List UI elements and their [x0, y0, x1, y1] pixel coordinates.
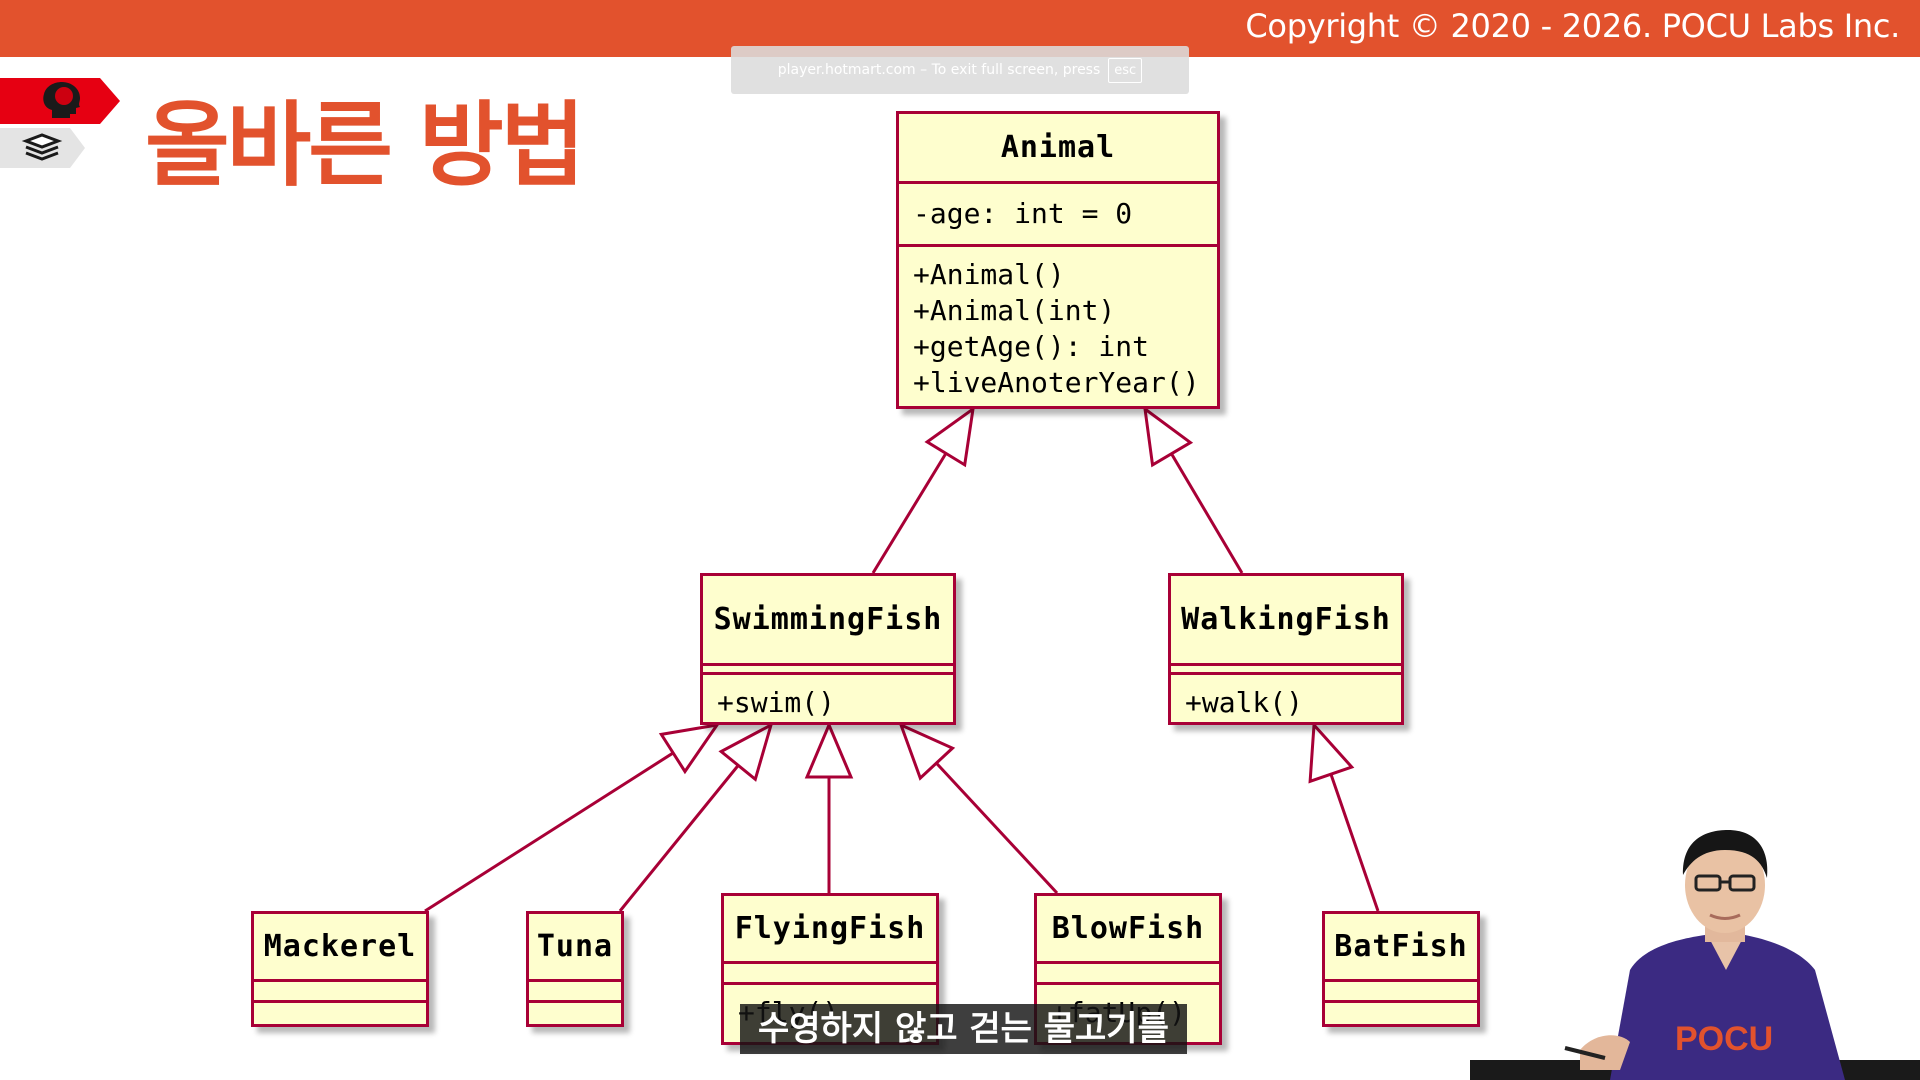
- inheritance-line-walking_fish-to-animal: [1170, 452, 1244, 574]
- class-name: Mackerel: [263, 929, 417, 964]
- class-separator: [1171, 672, 1401, 675]
- class-separator: [1037, 982, 1219, 985]
- inheritance-line-tuna-to-swimming_fish: [618, 764, 740, 912]
- class-box-walking-fish: WalkingFish +walk(): [1168, 573, 1404, 725]
- class-separator: [1037, 961, 1219, 964]
- class-name: WalkingFish: [1181, 602, 1391, 637]
- generalization-arrowhead: [804, 721, 854, 779]
- class-box-swimming-fish: SwimmingFish +swim(): [700, 573, 956, 725]
- class-box-animal: Animal -age: int = 0 +Animal()+Animal(int)…: [896, 111, 1220, 409]
- attributes-compartment: -age: int = 0: [899, 184, 1217, 244]
- brain-head-tab[interactable]: [0, 78, 120, 124]
- brain-head-icon: [43, 82, 80, 118]
- books-tab[interactable]: [0, 128, 85, 168]
- class-name: FlyingFish: [734, 911, 926, 946]
- class-separator: [1325, 979, 1477, 982]
- presenter-shirt-logo: POCU: [1675, 1020, 1773, 1058]
- inheritance-line-bat_fish-to-walking_fish: [1329, 773, 1380, 912]
- class-method: +Animal(): [913, 258, 1065, 291]
- class-box-tuna: Tuna: [526, 911, 624, 1027]
- class-box-mackerel: Mackerel: [251, 911, 429, 1027]
- inheritance-line-mackerel-to-swimming_fish: [424, 751, 674, 913]
- class-name: SwimmingFish: [713, 602, 943, 637]
- class-separator: [703, 663, 953, 666]
- class-separator: [899, 181, 1217, 184]
- class-separator: [724, 961, 936, 964]
- generalization-arrowhead: [898, 722, 956, 781]
- methods-compartment: [1325, 1003, 1477, 1013]
- class-method: +Animal(int): [913, 294, 1116, 327]
- attributes-compartment: [1325, 982, 1477, 1000]
- class-separator: [899, 244, 1217, 247]
- class-name: Animal: [1000, 130, 1116, 165]
- generalization-arrowhead: [924, 405, 976, 468]
- fullscreen-notice-text: player.hotmart.com – To exit full screen…: [777, 62, 1101, 78]
- attributes-compartment: [724, 964, 936, 982]
- slide-title: 올바른 방법: [145, 92, 585, 199]
- class-name: BatFish: [1334, 929, 1468, 964]
- class-name: BlowFish: [1051, 911, 1205, 946]
- generalization-arrowhead: [718, 722, 774, 782]
- class-separator: [529, 979, 621, 982]
- generalization-arrowhead: [1308, 721, 1355, 784]
- class-separator: [529, 1000, 621, 1003]
- class-method: +swim(): [717, 686, 836, 719]
- class-method: +walk(): [1185, 686, 1304, 719]
- class-box-bat-fish: BatFish: [1322, 911, 1480, 1027]
- class-separator: [724, 982, 936, 985]
- inheritance-line-blow_fish-to-swimming_fish: [935, 762, 1059, 895]
- class-method: +getAge(): int: [913, 330, 1150, 363]
- class-name: Tuna: [536, 929, 614, 964]
- fullscreen-exit-notice: player.hotmart.com – To exit full screen…: [731, 46, 1189, 94]
- class-separator: [1171, 663, 1401, 666]
- attributes-compartment: [254, 982, 426, 1000]
- methods-compartment: [254, 1003, 426, 1013]
- methods-compartment: +walk(): [1171, 675, 1401, 721]
- class-separator: [254, 1000, 426, 1003]
- class-separator: [703, 672, 953, 675]
- inheritance-line-swimming_fish-to-animal: [871, 452, 948, 574]
- class-separator: [254, 979, 426, 982]
- attributes-compartment: [1037, 964, 1219, 982]
- books-stack-icon: [21, 133, 63, 161]
- generalization-arrowhead: [1143, 405, 1194, 468]
- generalization-arrowhead: [658, 722, 721, 775]
- attributes-compartment: [529, 982, 621, 1000]
- class-separator: [1325, 1000, 1477, 1003]
- copyright-text: Copyright © 2020 - 2026. POCU Labs Inc.: [1245, 7, 1900, 45]
- esc-key-badge: esc: [1108, 57, 1143, 83]
- class-method: +liveAnoterYear(): [913, 366, 1200, 399]
- methods-compartment: +swim(): [703, 675, 953, 721]
- class-attribute: -age: int = 0: [913, 197, 1133, 230]
- video-subtitle: 수영하지 않고 걷는 물고기를: [740, 1004, 1187, 1054]
- methods-compartment: [529, 1003, 621, 1013]
- methods-compartment: +Animal()+Animal(int)+getAge(): int+live…: [899, 247, 1217, 401]
- presenter-video: POCU: [1470, 830, 1920, 1080]
